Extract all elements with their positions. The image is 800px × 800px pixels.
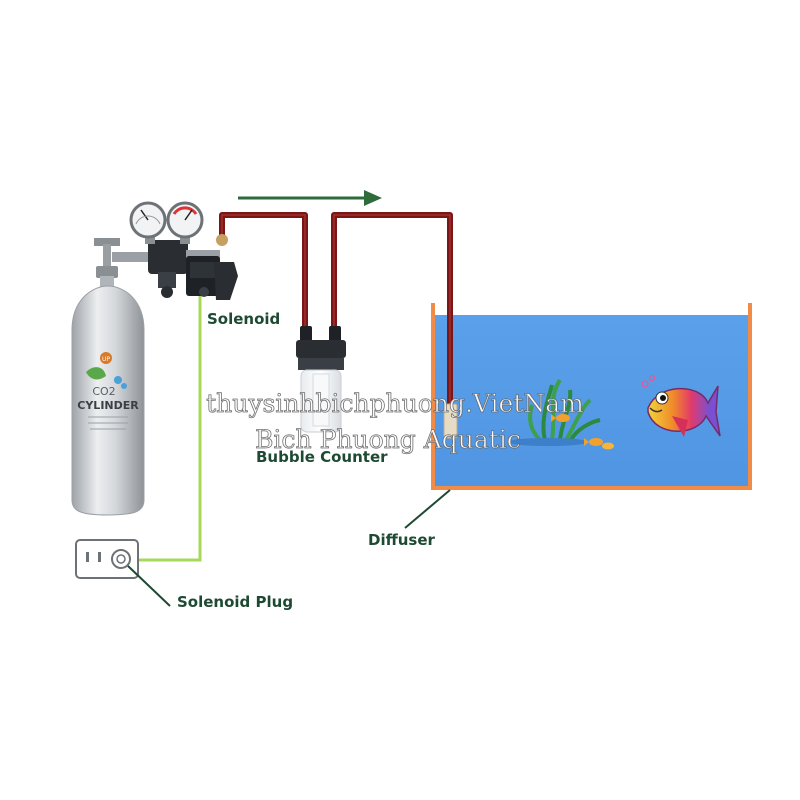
label-solenoid-plug: Solenoid Plug	[177, 593, 293, 611]
flow-direction-arrow	[238, 190, 382, 206]
solenoid-valve	[186, 256, 238, 300]
watermark-line1: thuysinhbichphuong.VietNam	[206, 389, 584, 418]
cylinder-logo-text: UP	[102, 356, 110, 363]
diffuser	[443, 403, 458, 439]
label-diffuser: Diffuser	[368, 531, 436, 549]
cartoon-fish	[641, 374, 721, 437]
bubble-counter	[296, 326, 346, 433]
aquatic-plants	[508, 378, 601, 446]
cylinder-name-text: CYLINDER	[77, 399, 139, 412]
cylinder-logo	[100, 352, 112, 364]
watermark: thuysinhbichphuong.VietNam Bich Phuong A…	[206, 389, 585, 455]
watermark-line2: Bich Phuong Aquatic	[255, 425, 521, 454]
label-bubble-counter: Bubble Counter	[256, 448, 388, 466]
cylinder-co2-text: CO2	[92, 385, 115, 398]
solenoid-cable	[132, 288, 202, 562]
pressure-gauge-right	[166, 201, 204, 244]
co2-regulator	[112, 201, 228, 298]
leader-lines	[127, 489, 451, 607]
tank-frame	[431, 303, 752, 490]
solenoid-plug	[111, 549, 131, 569]
label-solenoid: Solenoid	[207, 310, 280, 328]
power-outlet	[75, 539, 139, 579]
leaf-decoration	[86, 367, 127, 389]
pressure-gauge-left	[129, 201, 167, 244]
small-fish	[551, 414, 614, 450]
co2-cylinder: UP CO2 CYLINDER	[71, 238, 145, 516]
